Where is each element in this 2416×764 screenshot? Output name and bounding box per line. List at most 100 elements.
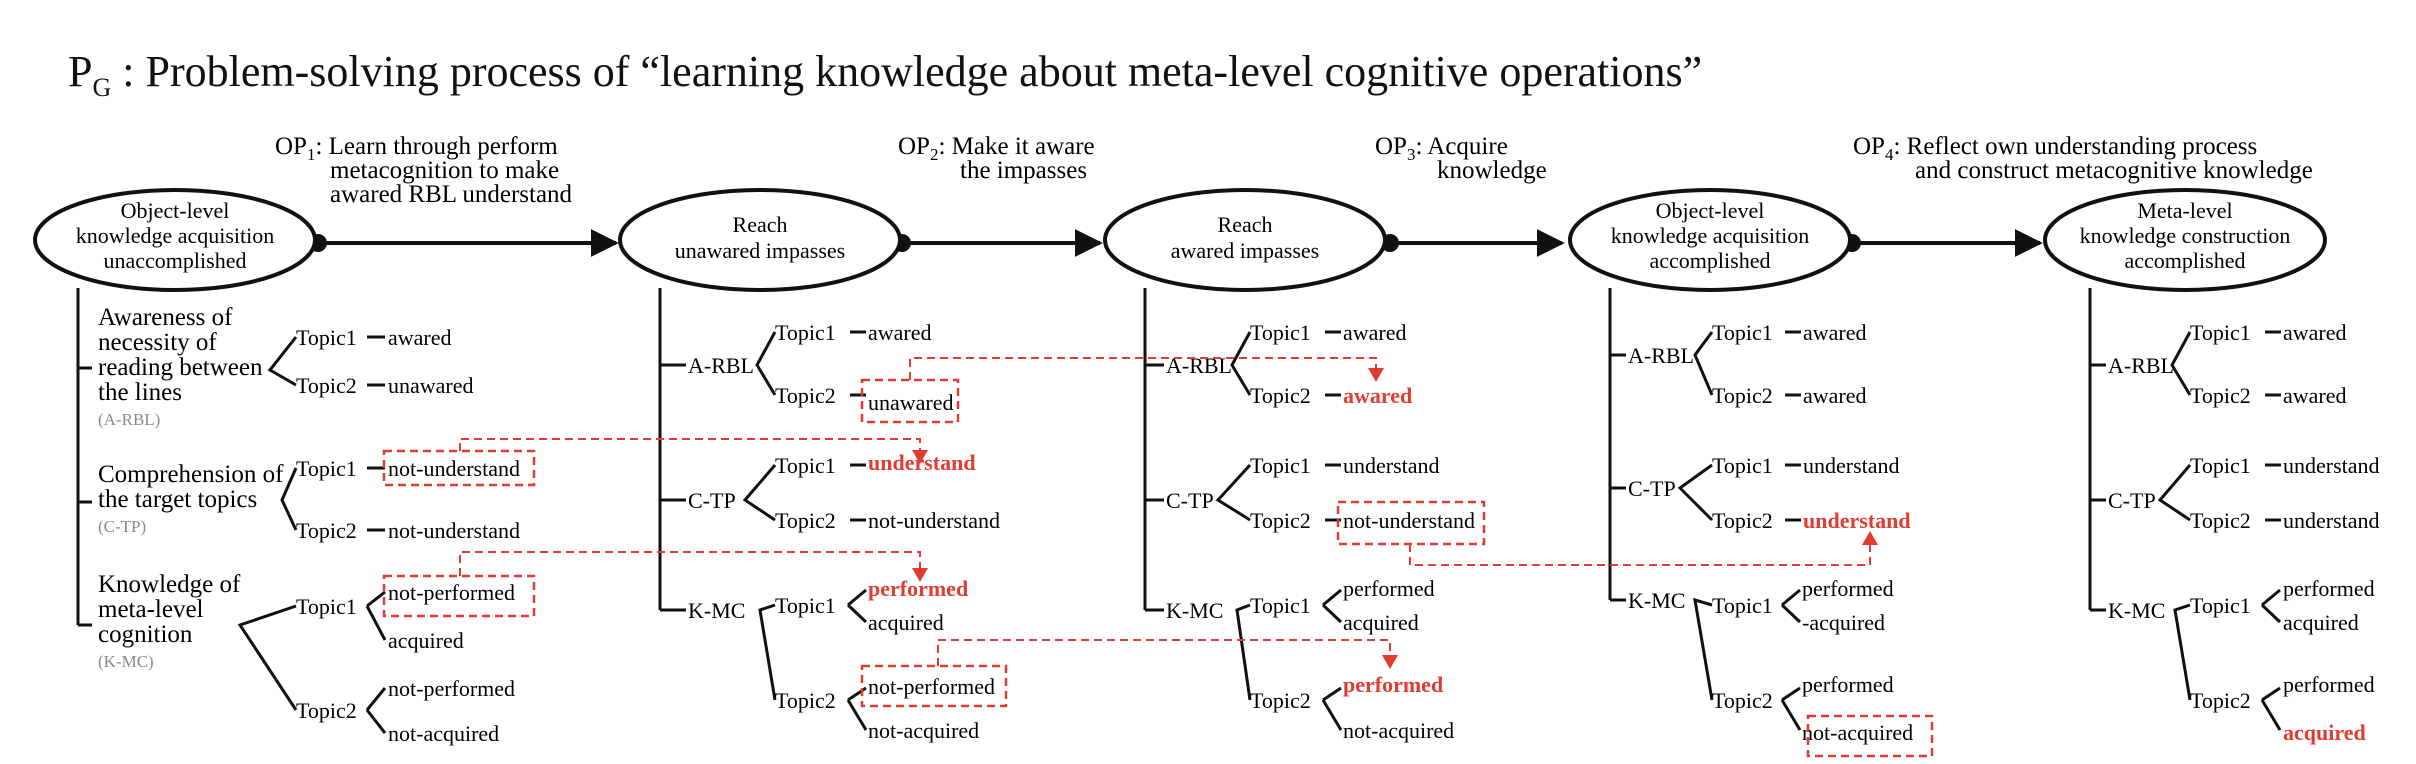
c3-arbl-topic1: Topic1 <box>1250 320 1311 345</box>
op4-label: OP4: Reflect own understanding process a… <box>1853 133 2313 184</box>
c3-ctp-topic2: Topic2 <box>1250 508 1311 533</box>
svg-text:the impasses: the impasses <box>960 157 1087 184</box>
red-connectors <box>459 357 1871 666</box>
c3-ctp-v2: not-understand <box>1343 508 1475 533</box>
c3-kmc-t1-a: performed <box>1343 576 1435 601</box>
c3-kmc-topic1: Topic1 <box>1250 593 1311 618</box>
state-4-line-1: Object-level <box>1656 198 1765 223</box>
c5-ctp-v2: understand <box>2283 508 2380 533</box>
highlight-c1-ctp <box>382 449 536 487</box>
c2-kmc-t1-a: performed <box>868 576 968 601</box>
c5-ctp-v1: understand <box>2283 453 2380 478</box>
highlight-c1-kmc <box>382 574 536 618</box>
state-4-line-2: knowledge acquisition <box>1611 223 1810 248</box>
svg-text:metacognition to make: metacognition to make <box>330 157 559 184</box>
svg-text:OP4: Reflect own understanding: OP4: Reflect own understanding process <box>1853 133 2257 164</box>
c4-ctp-topic2: Topic2 <box>1712 508 1773 533</box>
red-arrowheads <box>912 368 1878 669</box>
category-3-desc-3: cognition <box>98 621 193 648</box>
c5-ctp-topic1: Topic1 <box>2190 453 2251 478</box>
c5-arbl-v2: awared <box>2283 383 2347 408</box>
c4-cat-kmc: K-MC <box>1628 588 1685 613</box>
c4-kmc-topic1: Topic1 <box>1712 593 1773 618</box>
c4-kmc-t2-b: not-acquired <box>1802 720 1913 745</box>
c2-kmc-topic2: Topic2 <box>775 688 836 713</box>
c5-arbl-v1: awared <box>2283 320 2347 345</box>
c3-ctp-topic1: Topic1 <box>1250 453 1311 478</box>
c2-ctp-v2: not-understand <box>868 508 1000 533</box>
c4-cat-arbl: A-RBL <box>1628 343 1694 368</box>
c2-arbl-topic1: Topic1 <box>775 320 836 345</box>
c1-arbl-v1: awared <box>388 325 452 350</box>
category-1-desc-3: reading between <box>98 354 263 381</box>
state-1-line-3: unaccomplished <box>104 248 247 273</box>
column-3-tree <box>1143 288 1343 731</box>
c1-kmc-t2-a: not-performed <box>388 676 515 701</box>
c4-kmc-t1-b: -acquired <box>1802 610 1885 635</box>
category-1-desc-1: Awareness of <box>98 304 233 331</box>
c5-kmc-topic2: Topic2 <box>2190 688 2251 713</box>
c3-arbl-topic2: Topic2 <box>1250 383 1311 408</box>
c4-arbl-topic2: Topic2 <box>1712 383 1773 408</box>
state-3-line-2: awared impasses <box>1171 238 1319 263</box>
category-3-desc-2: meta-level <box>98 596 204 623</box>
highlight-boxes <box>382 378 1934 758</box>
state-3-line-1: Reach <box>1218 212 1273 237</box>
c2-kmc-t2-a: not-performed <box>868 674 995 699</box>
c4-arbl-v1: awared <box>1803 320 1867 345</box>
c1-ctp-topic1: Topic1 <box>296 456 357 481</box>
c5-arbl-topic2: Topic2 <box>2190 383 2251 408</box>
c1-kmc-topic2: Topic2 <box>296 698 357 723</box>
c5-kmc-topic1: Topic1 <box>2190 593 2251 618</box>
c4-kmc-topic2: Topic2 <box>1712 688 1773 713</box>
svg-text:OP2: Make it aware: OP2: Make it aware <box>898 133 1095 164</box>
category-1-abbr: (A-RBL) <box>98 410 160 429</box>
svg-text:OP3: Acquire: OP3: Acquire <box>1375 133 1508 164</box>
highlight-c4-kmc <box>1806 714 1934 758</box>
c1-ctp-v1: not-understand <box>388 456 520 481</box>
op3-label: OP3: Acquire knowledge <box>1375 133 1547 184</box>
state-2-line-2: unawared impasses <box>675 238 845 263</box>
c5-cat-kmc: K-MC <box>2108 598 2165 623</box>
state-5-line-1: Meta-level <box>2137 198 2232 223</box>
category-2-desc-1: Comprehension of <box>98 461 284 488</box>
c1-ctp-v2: not-understand <box>388 518 520 543</box>
c1-kmc-t1-a: not-performed <box>388 580 515 605</box>
state-4-line-3: accomplished <box>1650 248 1771 273</box>
c1-kmc-t1-b: acquired <box>388 628 464 653</box>
c3-arbl-v1: awared <box>1343 320 1407 345</box>
c2-arbl-v2: unawared <box>868 390 954 415</box>
highlight-c2-arbl <box>860 378 960 424</box>
c3-kmc-t1-b: acquired <box>1343 610 1419 635</box>
c4-ctp-v2: understand <box>1803 508 1911 533</box>
c2-cat-arbl: A-RBL <box>688 353 754 378</box>
state-5-line-3: accomplished <box>2125 248 2246 273</box>
state-1-line-2: knowledge acquisition <box>76 223 275 248</box>
c4-arbl-topic1: Topic1 <box>1712 320 1773 345</box>
highlight-c2-kmc <box>860 664 1008 708</box>
c1-kmc-topic1: Topic1 <box>296 594 357 619</box>
c4-ctp-v1: understand <box>1803 453 1900 478</box>
state-5-ellipse <box>2043 188 2327 292</box>
c4-cat-ctp: C-TP <box>1628 476 1676 501</box>
state-5-line-2: knowledge construction <box>2080 223 2291 248</box>
c2-kmc-topic1: Topic1 <box>775 593 836 618</box>
c3-ctp-v1: understand <box>1343 453 1440 478</box>
c2-ctp-topic1: Topic1 <box>775 453 836 478</box>
c1-arbl-v2: unawared <box>388 373 474 398</box>
c3-cat-kmc: K-MC <box>1166 598 1223 623</box>
c5-cat-ctp: C-TP <box>2108 488 2156 513</box>
c1-kmc-t2-b: not-acquired <box>388 721 499 746</box>
column-1-tree <box>76 288 387 734</box>
c2-kmc-t1-b: acquired <box>868 610 944 635</box>
category-3-abbr: (K-MC) <box>98 652 154 671</box>
c4-kmc-t2-a: performed <box>1802 672 1894 697</box>
c5-kmc-t1-b: acquired <box>2283 610 2359 635</box>
c4-arbl-v2: awared <box>1803 383 1867 408</box>
svg-text:knowledge: knowledge <box>1437 157 1547 184</box>
c2-ctp-topic2: Topic2 <box>775 508 836 533</box>
c1-arbl-topic2: Topic2 <box>296 373 357 398</box>
c3-kmc-t2-a: performed <box>1343 672 1443 697</box>
c4-kmc-t1-a: performed <box>1802 576 1894 601</box>
